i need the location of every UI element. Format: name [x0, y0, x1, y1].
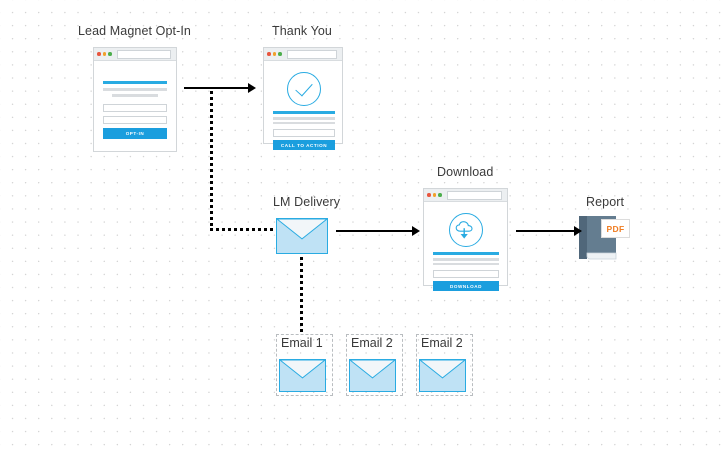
- node-label-thank-you: Thank You: [272, 24, 332, 38]
- email-label-3: Email 2: [421, 336, 463, 350]
- form-input[interactable]: [433, 270, 499, 278]
- browser-content: DOWNLOAD: [424, 202, 507, 291]
- connector-branch-vertical: [210, 91, 213, 231]
- envelope-flap-icon: [420, 360, 465, 379]
- window-close-dot-icon: [267, 52, 271, 56]
- envelope-icon-email-2[interactable]: [349, 359, 396, 392]
- envelope-icon-lm-delivery[interactable]: [276, 218, 328, 254]
- window-maximize-dot-icon: [438, 193, 442, 197]
- envelope-icon-email-1[interactable]: [279, 359, 326, 392]
- browser-content: OPT-IN: [94, 61, 176, 151]
- email-container-1[interactable]: [276, 334, 333, 396]
- form-input[interactable]: [273, 129, 335, 137]
- node-label-lm-delivery: LM Delivery: [273, 195, 341, 209]
- text-bar: [112, 94, 158, 97]
- checkmark-icon: [295, 78, 313, 97]
- arrowhead-icon: [248, 83, 256, 93]
- connector-delivery-to-emails: [300, 257, 303, 333]
- check-circle-icon: [287, 72, 321, 106]
- envelope-flap-icon: [277, 219, 327, 240]
- window-minimize-dot-icon: [432, 193, 436, 197]
- cloud-download-icon: [455, 221, 473, 239]
- arrowhead-icon: [412, 226, 420, 236]
- cloud-download-circle-icon: [449, 213, 483, 247]
- headline-bar: [273, 111, 335, 114]
- connector-download-to-report: [516, 230, 574, 232]
- browser-mockup-lead-magnet[interactable]: OPT-IN: [93, 47, 177, 152]
- window-close-dot-icon: [97, 52, 101, 56]
- pdf-badge: PDF: [601, 219, 630, 238]
- browser-address-bar: [446, 190, 502, 200]
- connector-optin-to-thankyou: [184, 87, 248, 89]
- browser-address-bar: [286, 49, 337, 59]
- browser-address-bar: [116, 49, 171, 59]
- envelope-flap-icon: [280, 360, 325, 379]
- text-bar: [433, 263, 499, 265]
- browser-titlebar: [94, 48, 176, 61]
- headline-bar: [433, 252, 499, 255]
- download-button[interactable]: DOWNLOAD: [433, 281, 499, 291]
- form-input-name[interactable]: [103, 104, 167, 112]
- text-bar: [103, 88, 167, 91]
- email-container-2[interactable]: [346, 334, 403, 396]
- node-label-report: Report: [586, 195, 625, 209]
- envelope-icon-email-3[interactable]: [419, 359, 466, 392]
- window-close-dot-icon: [427, 193, 431, 197]
- window-maximize-dot-icon: [278, 52, 282, 56]
- email-label-1: Email 1: [281, 336, 323, 350]
- browser-mockup-download[interactable]: DOWNLOAD: [423, 188, 508, 291]
- text-bar: [273, 122, 335, 124]
- window-maximize-dot-icon: [108, 52, 112, 56]
- browser-titlebar: [264, 48, 342, 61]
- call-to-action-button[interactable]: CALL TO ACTION: [273, 140, 335, 150]
- envelope-flap-icon: [350, 360, 395, 379]
- text-bar: [433, 258, 499, 261]
- connector-delivery-to-download: [336, 230, 412, 232]
- text-bar: [273, 117, 335, 120]
- browser-titlebar: [424, 189, 507, 202]
- arrowhead-icon: [574, 226, 582, 236]
- browser-content: CALL TO ACTION: [264, 61, 342, 150]
- window-minimize-dot-icon: [102, 52, 106, 56]
- optin-button[interactable]: OPT-IN: [103, 128, 167, 139]
- form-input-email[interactable]: [103, 116, 167, 124]
- email-label-2: Email 2: [351, 336, 393, 350]
- browser-mockup-thank-you[interactable]: CALL TO ACTION: [263, 47, 343, 150]
- headline-bar: [103, 81, 167, 84]
- window-minimize-dot-icon: [272, 52, 276, 56]
- node-label-download: Download: [437, 165, 494, 179]
- connector-branch-horizontal: [210, 228, 276, 231]
- email-container-3[interactable]: [416, 334, 473, 396]
- node-label-lead-magnet: Lead Magnet Opt-In: [78, 24, 191, 38]
